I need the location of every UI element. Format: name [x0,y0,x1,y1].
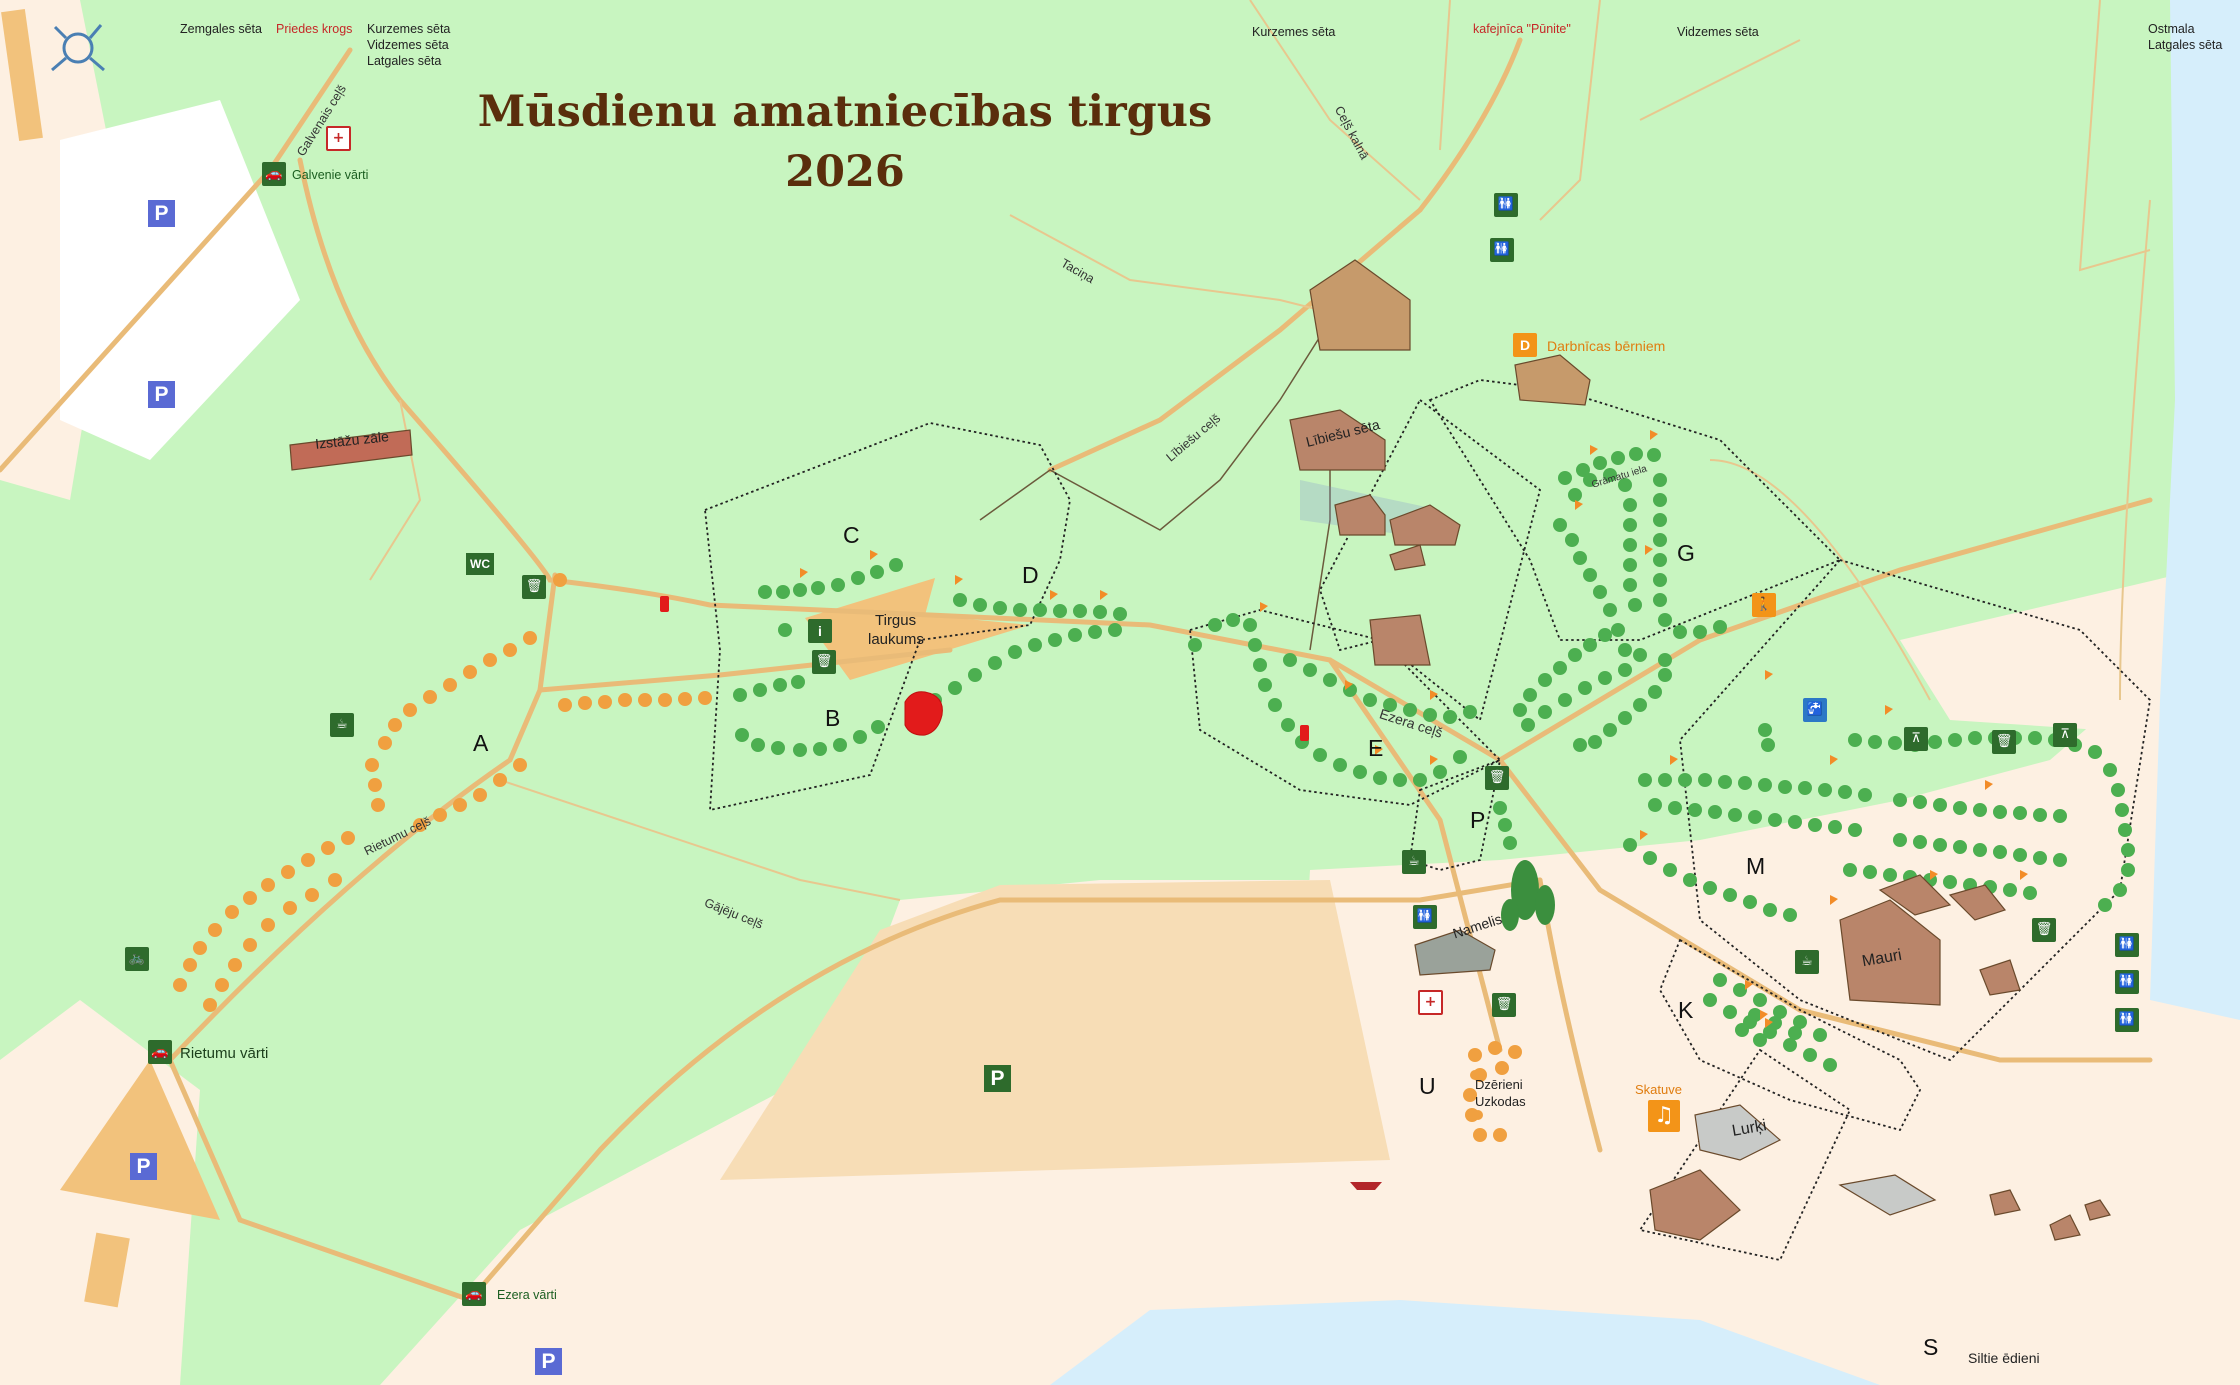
water-icon: 🚰 [1803,698,1827,722]
label-darbnicas: Darbnīcas bērniem [1547,338,1666,354]
location-marker [904,691,943,736]
zone-s: S [1923,1334,1939,1360]
water-east [2150,0,2240,1020]
trash-icon: 🗑 [522,575,546,599]
parking-lot [720,880,1390,1180]
rietumu-triangle [60,1060,220,1220]
buildings [289,259,2111,1241]
label-kurzemes-seta-2: Kurzemes sēta [1252,25,1336,39]
hydrant-icon [660,596,669,612]
music-icon: ♫ [1648,1100,1680,1132]
road-network [0,37,2153,1303]
picnic-icon: ⊼ [1904,727,1928,751]
flags [800,430,2028,1028]
label-laukums: laukums [868,631,924,648]
hiking-icon: 🚶 [1752,593,1776,617]
trees [1501,860,1555,931]
stalls-zone-g [1513,447,1727,752]
parking-icon: P [148,200,175,227]
toilet-icon: 🚻 [1413,905,1437,929]
parking-icon: P [984,1065,1011,1092]
trash-icon: 🗑 [812,650,836,674]
lot-strip-1 [1,8,43,142]
zone-b: B [825,705,841,731]
picnic-icon: ⊼ [2053,723,2077,747]
stalls-zone-a [173,573,712,1012]
map-title-line1: Mūsdienu amatniecības tirgus [477,87,1213,137]
info-icon: i [808,619,832,643]
label-priedes-krogs: Priedes krogs [276,22,353,36]
gate-ezera-varti: Ezera vārti [497,1288,557,1302]
parking-icon: P [130,1153,157,1180]
label-zemgales-seta: Zemgales sēta [180,22,262,36]
gate-galvenie-varti: Galvenie vārti [292,168,369,182]
gate-rietumu-varti: Rietumu vārti [180,1045,269,1062]
label-ostmala: Ostmala [2148,22,2195,36]
trash-icon: 🗑 [2032,918,2056,942]
bike-icon: 🚲 [125,947,149,971]
stalls-zone-p [1493,801,1517,850]
toilet-icon: 🚻 [2115,1008,2139,1032]
toilet-icon: 🚻 [1490,238,1514,262]
label-vidzemes-seta-2: Vidzemes sēta [1677,25,1759,39]
label-vidzemes-seta: Vidzemes sēta [367,38,449,52]
parking-icon: P [148,381,175,408]
coffee-icon: ☕ [330,713,354,737]
trash-icon: 🗑 [1492,993,1516,1017]
zone-e: E [1368,735,1384,761]
first-aid-icon: + [326,126,351,151]
toilet-icon: 🚻 [2115,970,2139,994]
first-aid-icon: + [1418,990,1443,1015]
label-latgales-seta: Latgales sēta [367,54,442,68]
parking-icon: P [535,1348,562,1375]
trash-icon: 🗑 [1992,730,2016,754]
label-tirgus: Tirgus [875,612,917,629]
stalls-zone-e [1188,613,1477,787]
label-kafejnica: kafejnīca "Pūnite" [1473,22,1571,36]
boat-icon [1350,1182,1382,1190]
zone-g: G [1677,540,1695,566]
coffee-icon: ☕ [1795,950,1819,974]
zone-d: D [1022,562,1039,588]
west-lot [60,100,300,460]
zone-m: M [1746,853,1766,879]
stalls-zone-b-c-d [733,558,1127,757]
railway [979,296,1346,651]
tirgus-laukums-area [805,578,1030,680]
hydrant-icon [1300,725,1309,741]
wc-sign: WC [466,553,494,575]
trash-icon: 🗑 [1485,766,1509,790]
label-siltie-edieni: Siltie ēdieni [1968,1350,2040,1366]
toilet-icon: 🚻 [2115,933,2139,957]
label-latgales-seta-2: Latgales sēta [2148,38,2223,52]
label-uzkodas: Uzkodas [1475,1094,1526,1109]
stalls-zone-u [1463,1041,1522,1142]
zone-k: K [1678,997,1694,1023]
sand-area-east [1900,560,2240,730]
label-dzerieni: Dzērieni [1475,1077,1523,1092]
car-icon: 🚗 [262,162,286,186]
map-title: Mūsdienu amatniecības tirgus 2026 [420,82,1270,202]
water-south [1050,1300,1880,1385]
car-icon: 🚗 [462,1282,486,1306]
zone-u: U [1419,1073,1436,1099]
sector-boundaries [704,379,2151,1262]
stalls-zone-k [1703,973,1837,1072]
zone-c: C [843,522,860,548]
label-kurzemes-seta: Kurzemes sēta [367,22,451,36]
workshop-icon: D [1513,333,1537,357]
zone-p: P [1470,807,1486,833]
zone-a: A [473,730,489,756]
car-icon: 🚗 [148,1040,172,1064]
compass-icon [51,24,105,72]
map-title-line2: 2026 [785,147,905,197]
lot-strip-2 [84,1232,130,1308]
label-skatuve: Skatuve [1635,1082,1682,1097]
coffee-icon: ☕ [1402,850,1426,874]
toilet-icon: 🚻 [1494,193,1518,217]
